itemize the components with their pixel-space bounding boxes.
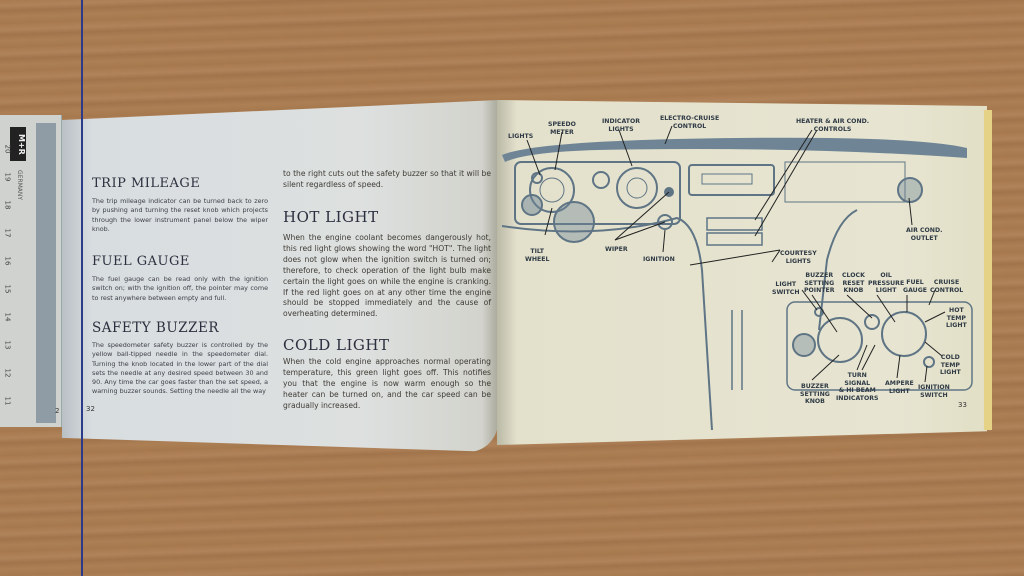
label-tilt-wheel: TILT WHEEL: [525, 248, 550, 263]
section-title: TRIP MILEAGE: [92, 176, 201, 191]
section-title: HOT LIGHT: [283, 208, 379, 226]
ruler-tick: 12: [3, 368, 12, 378]
section-body: When the cold engine approaches normal o…: [283, 357, 491, 410]
ruler-tick: 18: [3, 200, 12, 210]
label-cold-temp-light: COLD TEMP LIGHT: [940, 354, 961, 376]
label-heater-air-controls: HEATER & AIR COND. CONTROLS: [796, 118, 870, 133]
ruler-country: GERMANY: [16, 170, 23, 201]
section-body: When the engine coolant becomes dangerou…: [283, 233, 491, 319]
label-ignition-switch: IGNITION SWITCH: [918, 384, 950, 399]
label-buzzer-setting-knob: BUZZER SETTING KNOB: [800, 383, 830, 405]
label-hot-temp-light: HOT TEMP LIGHT: [946, 307, 967, 329]
label-indicator-lights: INDICATOR LIGHTS: [602, 118, 641, 133]
ruler-tick: 14: [3, 312, 12, 322]
label-electro-cruise: ELECTRO-CRUISE CONTROL: [660, 115, 720, 130]
section-body: The trip mileage indicator can be turned…: [92, 197, 268, 233]
ruler-brand-logo: M+R: [10, 127, 26, 161]
label-wiper: WIPER: [605, 246, 628, 253]
section-body: The fuel gauge can be read only with the…: [92, 275, 268, 302]
label-clock-reset-knob: CLOCK RESET KNOB: [842, 272, 865, 294]
dashboard-illustration: [501, 125, 973, 430]
ruler-tick: 11: [3, 396, 12, 406]
label-ampere-light: AMPERE LIGHT: [885, 380, 914, 395]
ruler-tick: 15: [3, 284, 12, 294]
ruler-tick: 19: [3, 172, 12, 182]
label-air-cond-outlet: AIR COND. OUTLET: [906, 227, 943, 242]
ruler-tick: 13: [3, 340, 12, 350]
page-number: 32: [86, 405, 95, 413]
label-ignition: IGNITION: [643, 256, 675, 263]
page-edge: [984, 110, 992, 430]
ruler-tick: 16: [3, 256, 12, 266]
ruler-end-mark: 2: [55, 407, 60, 415]
section-title: SAFETY BUZZER: [92, 320, 220, 336]
label-cruise-control: CRUISE CONTROL: [930, 279, 964, 294]
section-body: The speedometer safety buzzer is control…: [92, 341, 268, 396]
page-number: 33: [958, 401, 967, 409]
ruler: M+R GERMANY 20 19 18 17 16 15 14 13 12 1…: [0, 115, 62, 427]
label-buzzer-setting-pointer: BUZZER SETTING POINTER: [804, 272, 835, 294]
label-turn-signal-hi-beam: TURN SIGNAL & HI BEAM INDICATORS: [836, 372, 879, 402]
ruler-strip: [36, 123, 56, 423]
ruler-tick: 20: [3, 144, 12, 154]
label-fuel-gauge: FUEL GAUGE: [903, 279, 928, 294]
label-speedometer: SPEEDO METER: [548, 121, 576, 136]
label-oil-pressure-light: OIL PRESSURE LIGHT: [868, 272, 905, 294]
continuation-text: to the right cuts out the safety buzzer …: [283, 169, 491, 189]
ruler-tick: 17: [3, 228, 12, 238]
section-title: FUEL GAUGE: [92, 254, 190, 269]
label-lights: LIGHTS: [508, 133, 534, 140]
section-title: COLD LIGHT: [283, 336, 390, 354]
label-light-switch: LIGHT SWITCH: [772, 281, 800, 296]
blue-line: [81, 0, 83, 576]
left-page: [62, 100, 498, 452]
label-courtesy-lights: COURTESY LIGHTS: [780, 250, 817, 265]
